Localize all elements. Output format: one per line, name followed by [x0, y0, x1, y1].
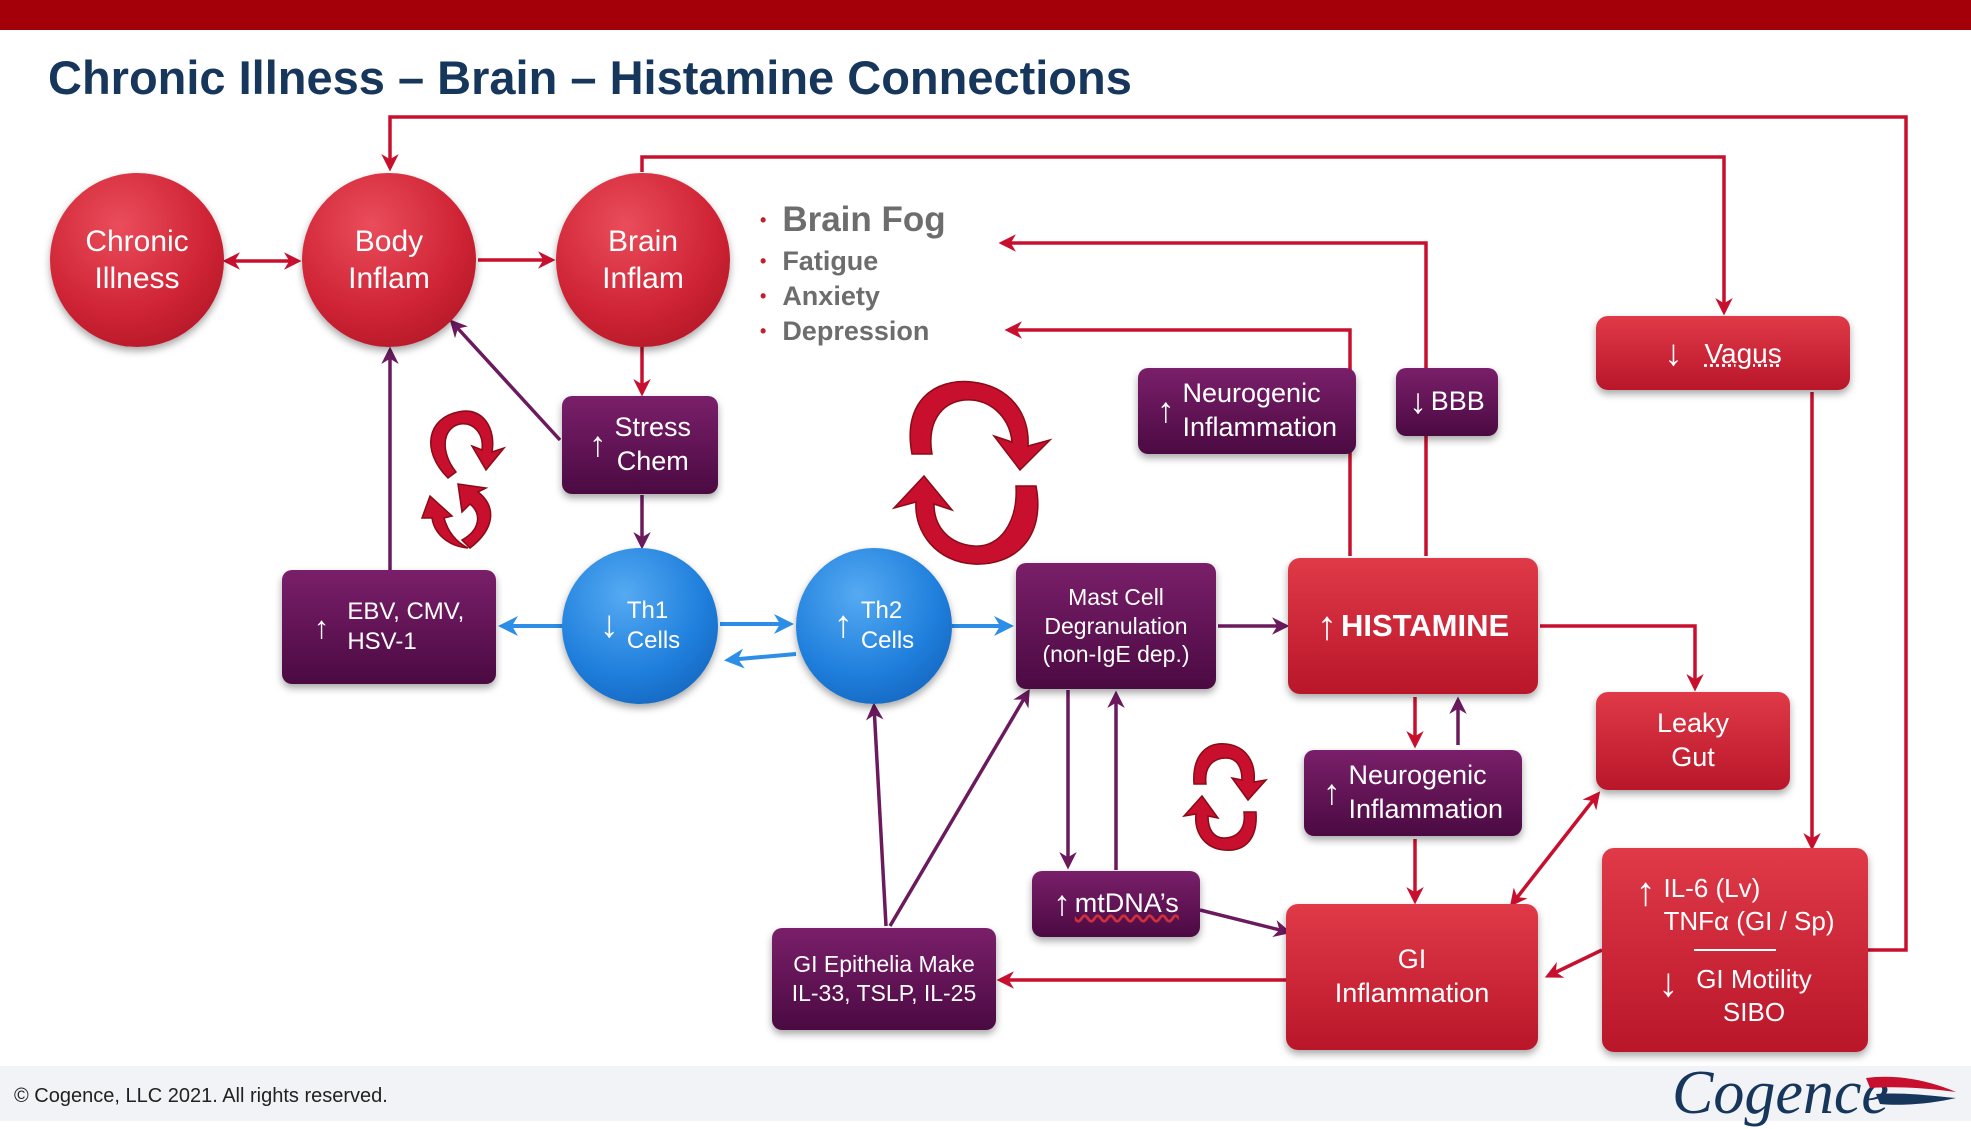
il6-top-row: ↑ IL-6 (Lv)TNFα (GI / Sp) [1635, 872, 1834, 937]
arrow-brain-vagus [640, 155, 1733, 316]
arrow-histamine-leakygut [1540, 624, 1704, 692]
up-arrow-icon: ↑ [313, 609, 330, 645]
up-arrow-icon: ↑ [1635, 870, 1656, 914]
symptom-item: •Fatigue [760, 246, 879, 276]
il6-divider [1694, 949, 1776, 951]
footer-bar [0, 1066, 1971, 1121]
up-arrow-icon: ↑ [1053, 884, 1071, 924]
vagus-node: ↓ Vagus [1596, 316, 1850, 390]
histamine-node: ↑HISTAMINE [1288, 558, 1538, 694]
symptom-list: •Brain Fog •Fatigue •Anxiety •Depression [760, 196, 946, 349]
arrow-epithelia-mast [888, 688, 1030, 927]
ebv-line-2: HSV-1 [347, 628, 417, 655]
ebv-cmv-node: ↑ EBV, CMV, HSV-1 [282, 570, 496, 684]
bbb-node: ↓BBB [1396, 368, 1498, 436]
vagus-label: Vagus [1704, 337, 1782, 369]
copyright-text: © Cogence, LLC 2021. All rights reserved… [14, 1085, 388, 1107]
cycle-icon-large [891, 380, 1053, 565]
arrow-th2-th1 [724, 648, 797, 669]
th2-line-2: Cells [860, 627, 915, 654]
mast-cell-line-3: (non-IgE dep.) [1042, 641, 1190, 668]
bbb-label: BBB [1430, 386, 1485, 417]
page-title: Chronic Illness – Brain – Histamine Conn… [48, 51, 1132, 104]
leaky-gut-line-1: Leaky [1656, 708, 1730, 739]
th1-line-1: Th1 [626, 597, 669, 624]
chronic-illness-line-1: Chronic [85, 224, 189, 258]
th1-line-2: Cells [626, 627, 681, 654]
leaky-gut-line-2: Gut [1671, 742, 1715, 772]
down-arrow-icon: ↓ [1664, 332, 1683, 374]
down-arrow-icon: ↓ [1409, 382, 1427, 422]
gi-epithelia-line-2: IL-33, TSLP, IL-25 [791, 980, 977, 1006]
brain-inflam-line-1: Brain [607, 224, 679, 258]
down-arrow-icon: ↓ [599, 604, 619, 647]
body-inflam-line-1: Body [354, 224, 424, 258]
gi-inflammation-line-2: Inflammation [1334, 978, 1490, 1008]
cycle-icon-small-mid [1182, 743, 1268, 851]
arrow-stress-body [449, 319, 562, 442]
logo-swoosh-icon [1866, 1076, 1956, 1105]
symptom-fatigue: Fatigue [782, 246, 879, 276]
stress-chem-line-1: Stress [614, 412, 692, 443]
arrow-leakygut-gi [1509, 791, 1601, 907]
gi-epithelia-line-1: GI Epithelia Make [793, 951, 975, 978]
up-arrow-icon: ↑ [1322, 773, 1341, 813]
neuro-top-line-2: Inflammation [1182, 412, 1338, 442]
arrow-mtdna-gi [1199, 908, 1292, 938]
gi-inflammation-line-1: GI [1397, 944, 1427, 975]
arrow-histamine-depression [1004, 321, 1352, 556]
il6-line-1: IL-6 (Lv) [1663, 873, 1761, 903]
il6-line-2: TNFα (GI / Sp) [1663, 905, 1835, 936]
cycle-icon-small-left [420, 410, 507, 549]
symptom-item: •Brain Fog [760, 200, 946, 239]
top-banner [0, 0, 1971, 30]
down-arrow-icon: ↓ [1658, 961, 1679, 1005]
arrow-il6-gi [1544, 948, 1603, 978]
up-arrow-icon: ↑ [1156, 391, 1175, 431]
body-inflam-line-2: Inflam [348, 262, 430, 295]
ebv-line-1: EBV, CMV, [347, 598, 465, 625]
stress-chem-line-2: Chem [616, 446, 689, 476]
arrow-epithelia-th2 [866, 702, 888, 927]
neuro-mid-line-1: Neurogenic [1348, 760, 1487, 791]
up-arrow-icon: ↑ [1316, 602, 1337, 648]
symptom-item: •Anxiety [760, 281, 880, 311]
gi-motility-line-2: SIBO [1722, 996, 1786, 1027]
mtdna-node: ↑mtDNA’s [1032, 871, 1200, 937]
symptom-item: •Depression [760, 316, 930, 346]
arrow-histamine-brainfog [998, 234, 1428, 556]
mast-cell-line-2: Degranulation [1044, 612, 1188, 639]
neuro-mid-line-2: Inflammation [1348, 794, 1504, 824]
gi-motility-line-1: GI Motility [1696, 964, 1812, 994]
brain-inflam-line-2: Inflam [602, 262, 684, 295]
up-arrow-icon: ↑ [833, 604, 853, 647]
symptom-depression: Depression [782, 316, 930, 346]
th2-line-1: Th2 [860, 597, 903, 624]
symptom-brain-fog: Brain Fog [782, 200, 946, 239]
mast-cell-line-1: Mast Cell [1068, 583, 1164, 610]
symptom-anxiety: Anxiety [782, 281, 880, 311]
cogence-logo: Cogence [1672, 1059, 1889, 1127]
neuro-top-line-1: Neurogenic [1182, 378, 1321, 409]
up-arrow-icon: ↑ [588, 425, 607, 465]
chronic-illness-line-2: Illness [94, 262, 180, 295]
histamine-label: HISTAMINE [1340, 607, 1510, 643]
arrow-top-loop [381, 115, 1908, 952]
mtdna-label: mtDNA’s [1074, 888, 1179, 919]
